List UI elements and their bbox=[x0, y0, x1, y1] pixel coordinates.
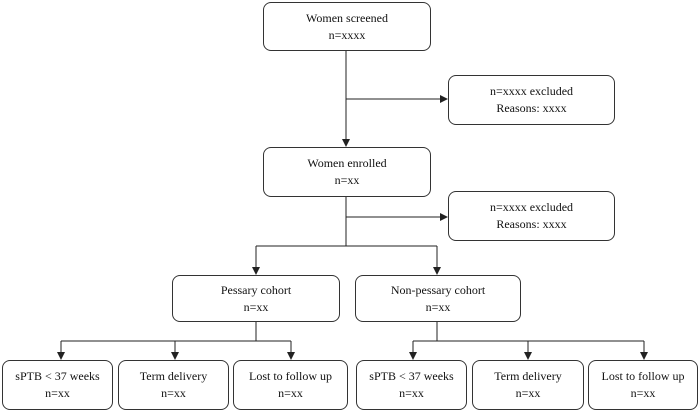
node-pessary-lost-to-follow-up: Lost to follow up n=xx bbox=[233, 360, 348, 410]
node-excluded-2: n=xxxx excluded Reasons: xxxx bbox=[448, 191, 615, 241]
node-non-pessary-cohort-title: Non-pessary cohort bbox=[390, 282, 486, 297]
node-pessary-cohort: Pessary cohort n=xx bbox=[172, 275, 340, 322]
node-pessary-cohort-count: n=xx bbox=[243, 299, 269, 314]
node-non-pessary-term-delivery-count: n=xx bbox=[515, 386, 541, 400]
node-non-pessary-term-delivery: Term delivery n=xx bbox=[472, 360, 584, 410]
node-women-enrolled-title: Women enrolled bbox=[307, 156, 387, 170]
node-non-pessary-lost-count: n=xx bbox=[630, 386, 656, 400]
node-pessary-lost-count: n=xx bbox=[278, 386, 303, 400]
node-pessary-term-delivery: Term delivery n=xx bbox=[118, 360, 229, 410]
node-women-enrolled-count: n=xx bbox=[334, 173, 360, 187]
node-pessary-sptb: sPTB < 37 weeks n=xx bbox=[2, 360, 113, 410]
node-non-pessary-term-delivery-title: Term delivery bbox=[494, 369, 562, 383]
node-excluded-2-reason: Reasons: xxxx bbox=[496, 217, 567, 231]
node-excluded-1-title: n=xxxx excluded bbox=[489, 84, 574, 98]
node-women-screened-count: n=xxxx bbox=[328, 27, 366, 42]
node-excluded-1-reason: Reasons: xxxx bbox=[496, 101, 567, 115]
node-non-pessary-sptb: sPTB < 37 weeks n=xx bbox=[356, 360, 467, 410]
node-women-screened-title: Women screened bbox=[306, 10, 388, 25]
node-pessary-sptb-title: sPTB < 37 weeks bbox=[15, 369, 100, 383]
node-pessary-term-delivery-title: Term delivery bbox=[139, 369, 208, 383]
node-non-pessary-sptb-title: sPTB < 37 weeks bbox=[369, 369, 454, 383]
node-excluded-2-title: n=xxxx excluded bbox=[489, 200, 574, 214]
node-non-pessary-sptb-count: n=xx bbox=[399, 386, 424, 400]
node-pessary-term-delivery-count: n=xx bbox=[161, 386, 186, 400]
node-non-pessary-cohort: Non-pessary cohort n=xx bbox=[355, 275, 521, 322]
node-pessary-sptb-count: n=xx bbox=[45, 386, 70, 400]
node-pessary-lost-title: Lost to follow up bbox=[249, 369, 332, 383]
node-non-pessary-cohort-count: n=xx bbox=[425, 299, 451, 314]
node-women-screened: Women screened n=xxxx bbox=[263, 2, 431, 51]
node-non-pessary-lost-title: Lost to follow up bbox=[601, 369, 685, 383]
node-non-pessary-lost-to-follow-up: Lost to follow up n=xx bbox=[588, 360, 698, 410]
node-women-enrolled: Women enrolled n=xx bbox=[263, 147, 431, 197]
node-excluded-1: n=xxxx excluded Reasons: xxxx bbox=[448, 75, 615, 125]
node-pessary-cohort-title: Pessary cohort bbox=[220, 282, 292, 297]
